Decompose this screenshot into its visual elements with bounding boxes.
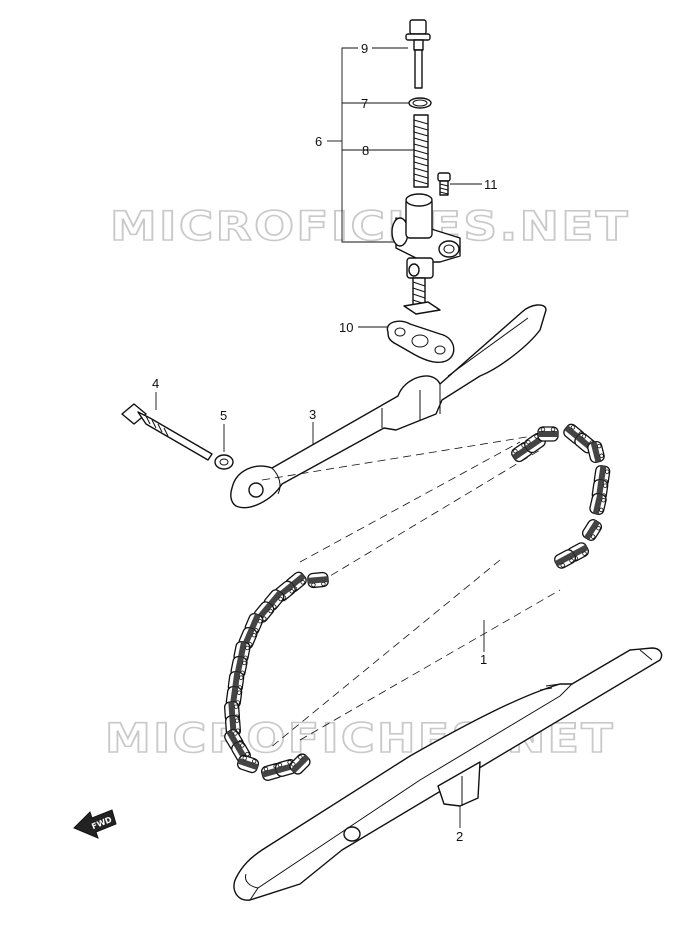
guide-washer <box>214 454 234 470</box>
callout-2: 2 <box>456 829 463 844</box>
tensioner-body <box>391 193 461 315</box>
callout-3: 3 <box>309 407 316 422</box>
callout-9: 9 <box>361 41 368 56</box>
chain-link <box>553 549 577 569</box>
chain-link <box>589 493 607 515</box>
chain-link <box>537 426 559 442</box>
chain-link <box>236 754 260 774</box>
tensioner-cap-bolt <box>405 19 431 89</box>
mounting-bolt-small <box>437 172 451 196</box>
tensioner-assembly <box>327 19 482 364</box>
chain-link <box>289 753 311 775</box>
tensioner-spring <box>413 114 429 188</box>
tensioner-gasket <box>386 320 455 364</box>
callout-10: 10 <box>339 320 353 335</box>
callout-4: 4 <box>152 376 159 391</box>
callout-6: 6 <box>315 134 322 149</box>
callout-11: 11 <box>484 177 498 192</box>
chain-link <box>587 441 605 463</box>
cam-chain-tensioner-guide <box>230 304 547 509</box>
chain-link <box>581 519 603 541</box>
callout-1: 1 <box>480 652 487 667</box>
guide-pivot-bolt <box>121 403 213 461</box>
callout-8: 8 <box>362 143 369 158</box>
callout-5: 5 <box>220 408 227 423</box>
forward-arrow-icon: FWD <box>73 809 117 839</box>
watermark-top: MICROFICHES.NET <box>110 204 630 250</box>
cam-chain-guide <box>233 647 663 901</box>
callout-7: 7 <box>361 96 368 111</box>
chain-link <box>307 571 329 589</box>
cam-chain <box>223 423 611 781</box>
